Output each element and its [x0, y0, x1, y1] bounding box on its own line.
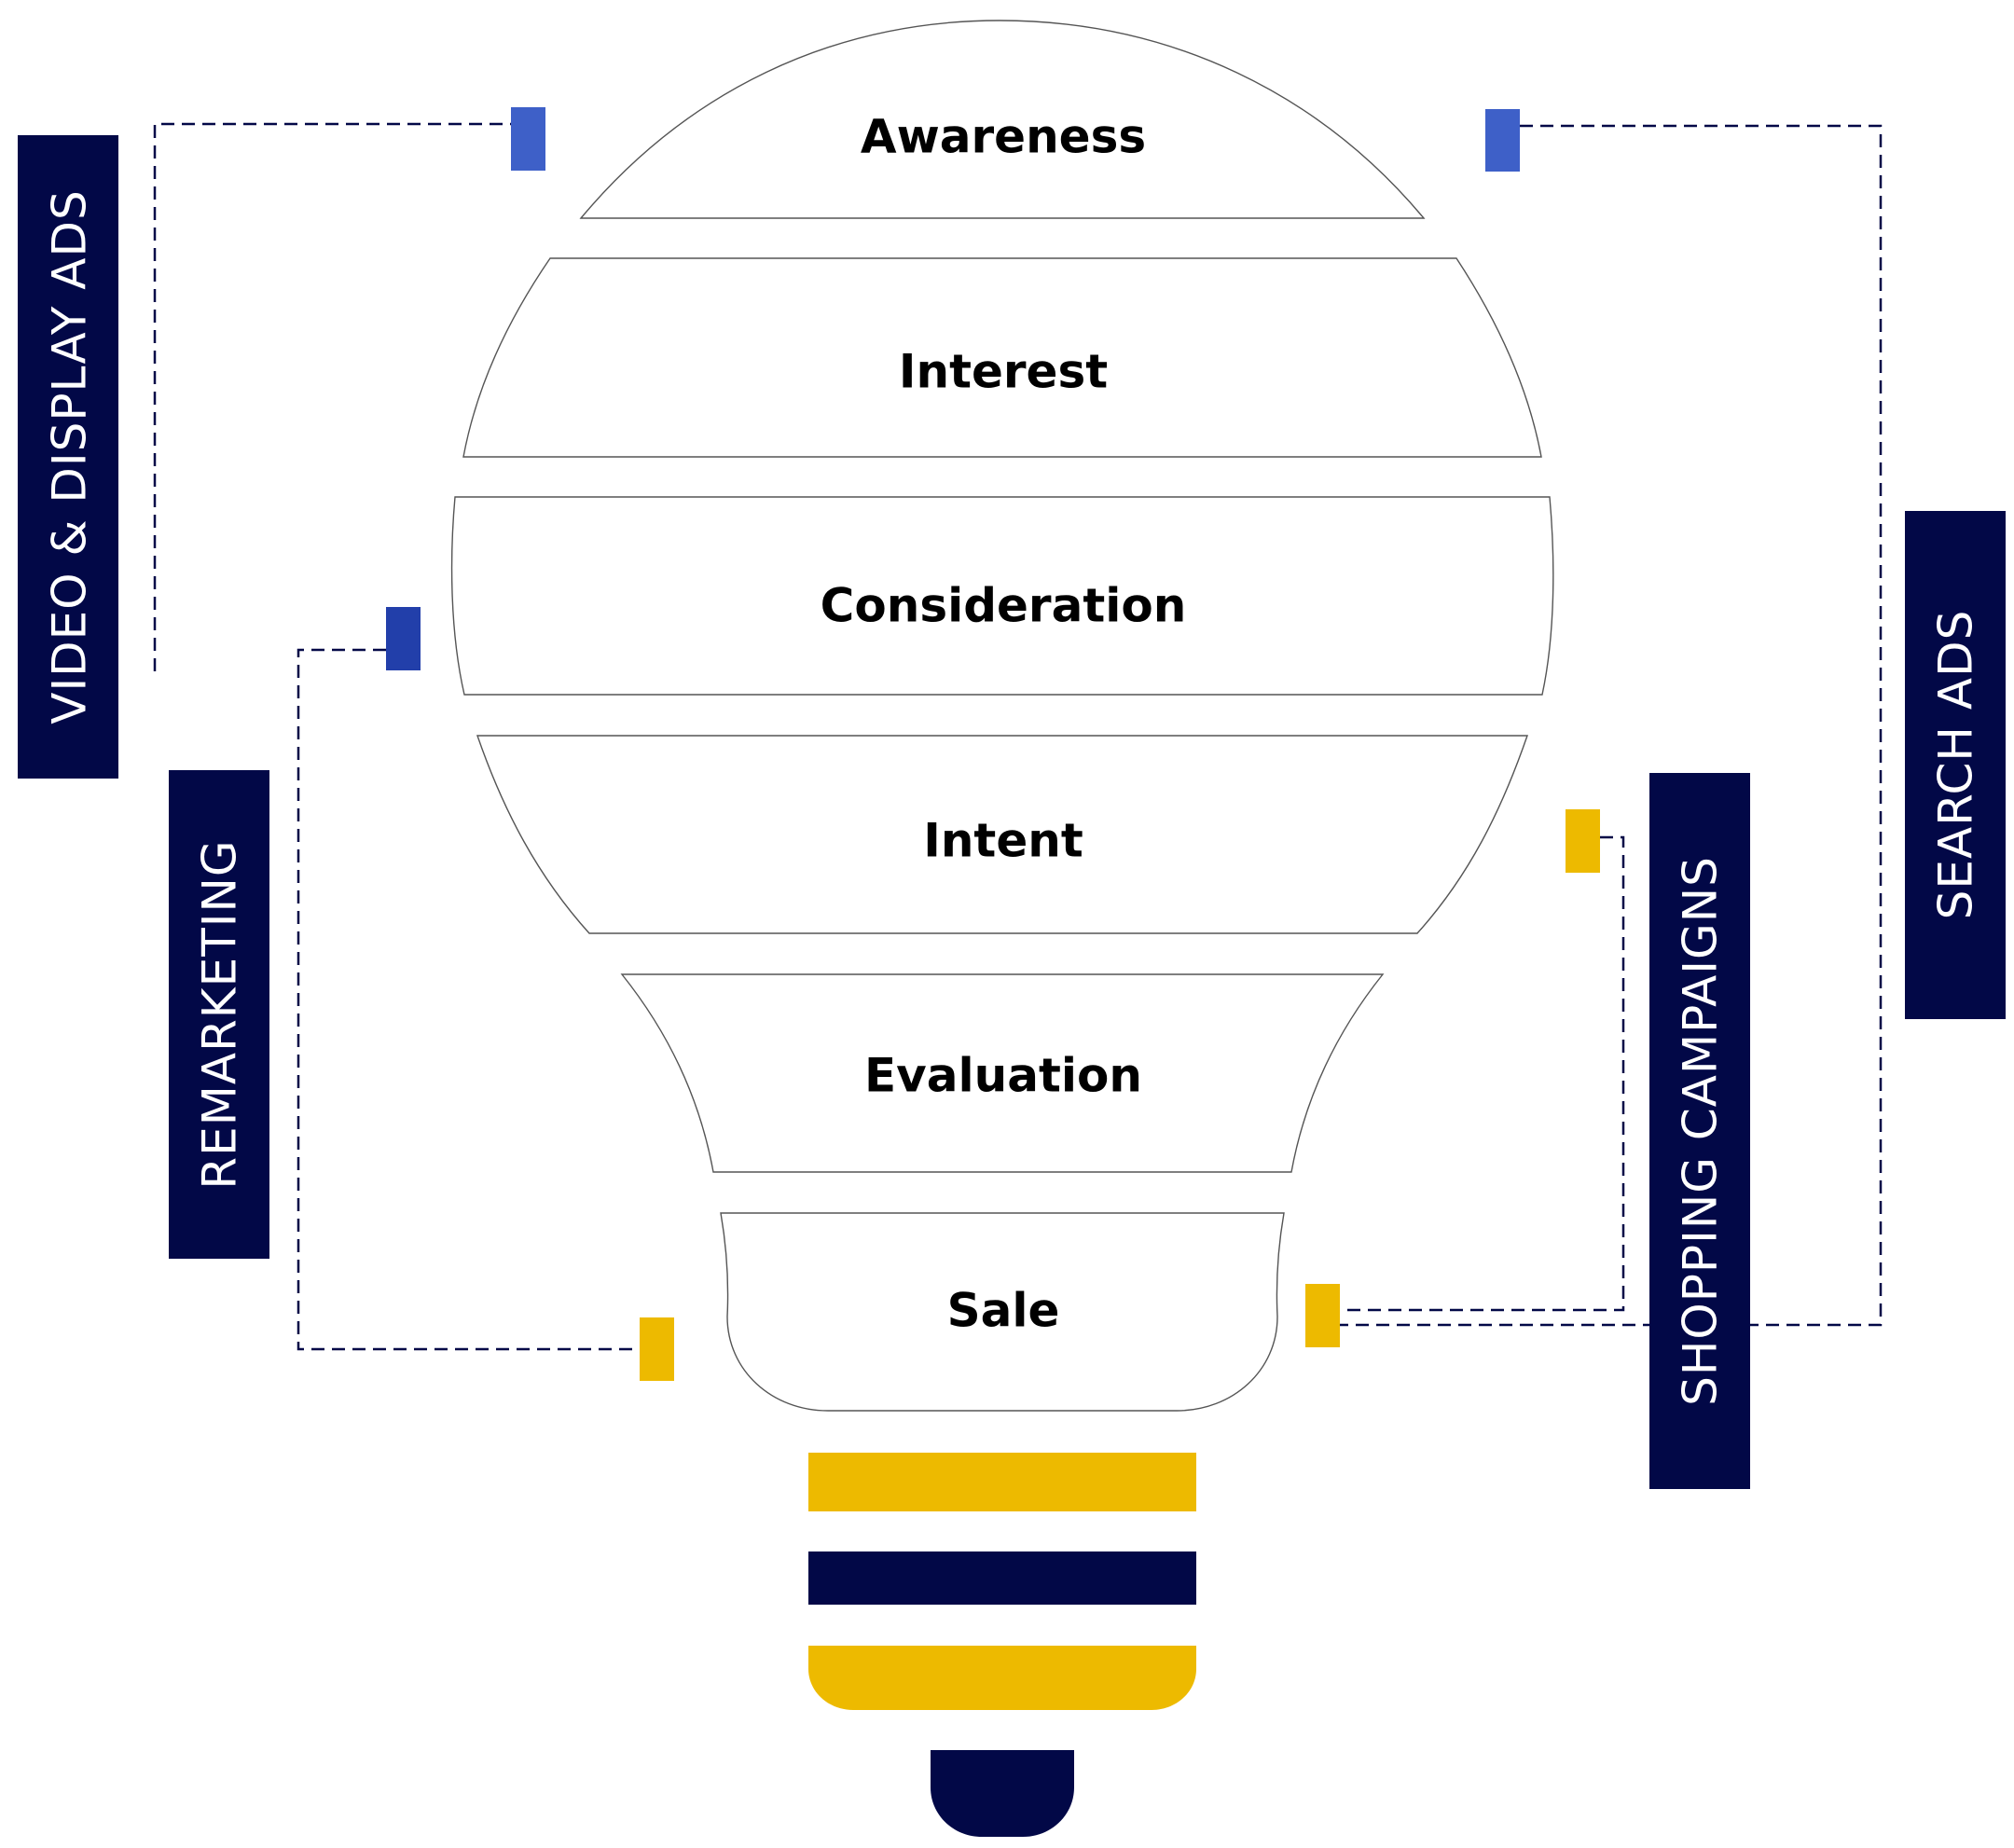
marker-awareness-left: [511, 107, 545, 171]
connector-video-display: [153, 122, 511, 671]
connector-shopping: [1340, 835, 1625, 1312]
stage-consideration-label: Consideration: [821, 579, 1187, 633]
channel-video-display-label: VIDEO & DISPLAY ADS: [43, 189, 97, 724]
stage-consideration: Consideration: [450, 496, 1554, 696]
marker-intent-right: [1566, 809, 1600, 873]
channel-search-label: SEARCH ADS: [1929, 610, 1983, 920]
marker-sale-left: [640, 1317, 674, 1381]
channel-search-box: [1905, 511, 2006, 1019]
marker-awareness-right: [1485, 109, 1520, 172]
stage-interest-shape: [462, 257, 1542, 458]
stage-intent-shape: [476, 735, 1528, 934]
stage-evaluation: Evaluation: [620, 973, 1385, 1173]
stage-awareness-shape: [579, 20, 1426, 219]
connectors: [153, 122, 1883, 1351]
channel-shopping: SHOPPING CAMPAIGNS: [1649, 773, 1750, 1489]
connector-remarketing: [297, 648, 640, 1351]
stage-sale: Sale: [720, 1212, 1285, 1412]
markers: [386, 107, 1600, 1381]
channel-shopping-label: SHOPPING CAMPAIGNS: [1674, 856, 1728, 1406]
channel-remarketing: REMARKETING: [169, 770, 269, 1259]
stage-sale-shape: [720, 1212, 1285, 1412]
marker-consideration-left: [386, 607, 421, 670]
stage-intent: Intent: [476, 735, 1528, 934]
base-tip: [931, 1750, 1074, 1837]
marker-sale-right: [1305, 1284, 1340, 1347]
base-stripe-yellow-bottom: [808, 1646, 1196, 1710]
stage-consideration-shape: [450, 496, 1554, 696]
stage-interest-label: Interest: [899, 345, 1108, 399]
channel-remarketing-box: [169, 770, 269, 1259]
base-stripe-yellow-top: [808, 1453, 1196, 1511]
channel-shopping-box: [1649, 773, 1750, 1489]
base-stripe-navy: [808, 1551, 1196, 1605]
connector-search: [1340, 124, 1883, 1327]
stage-interest: Interest: [462, 257, 1542, 458]
channel-search: SEARCH ADS: [1905, 511, 2006, 1019]
channel-video-display: VIDEO & DISPLAY ADS: [18, 135, 118, 779]
bulb-base: [808, 1453, 1196, 1837]
stage-evaluation-shape: [620, 973, 1385, 1173]
stage-awareness-label: Awareness: [861, 110, 1146, 164]
channel-remarketing-label: REMARKETING: [193, 839, 247, 1189]
stage-evaluation-label: Evaluation: [864, 1049, 1142, 1103]
stage-sale-label: Sale: [947, 1284, 1060, 1338]
channel-video-display-box: [18, 135, 118, 779]
stage-intent-label: Intent: [923, 814, 1083, 868]
stage-awareness: Awareness: [579, 20, 1426, 219]
